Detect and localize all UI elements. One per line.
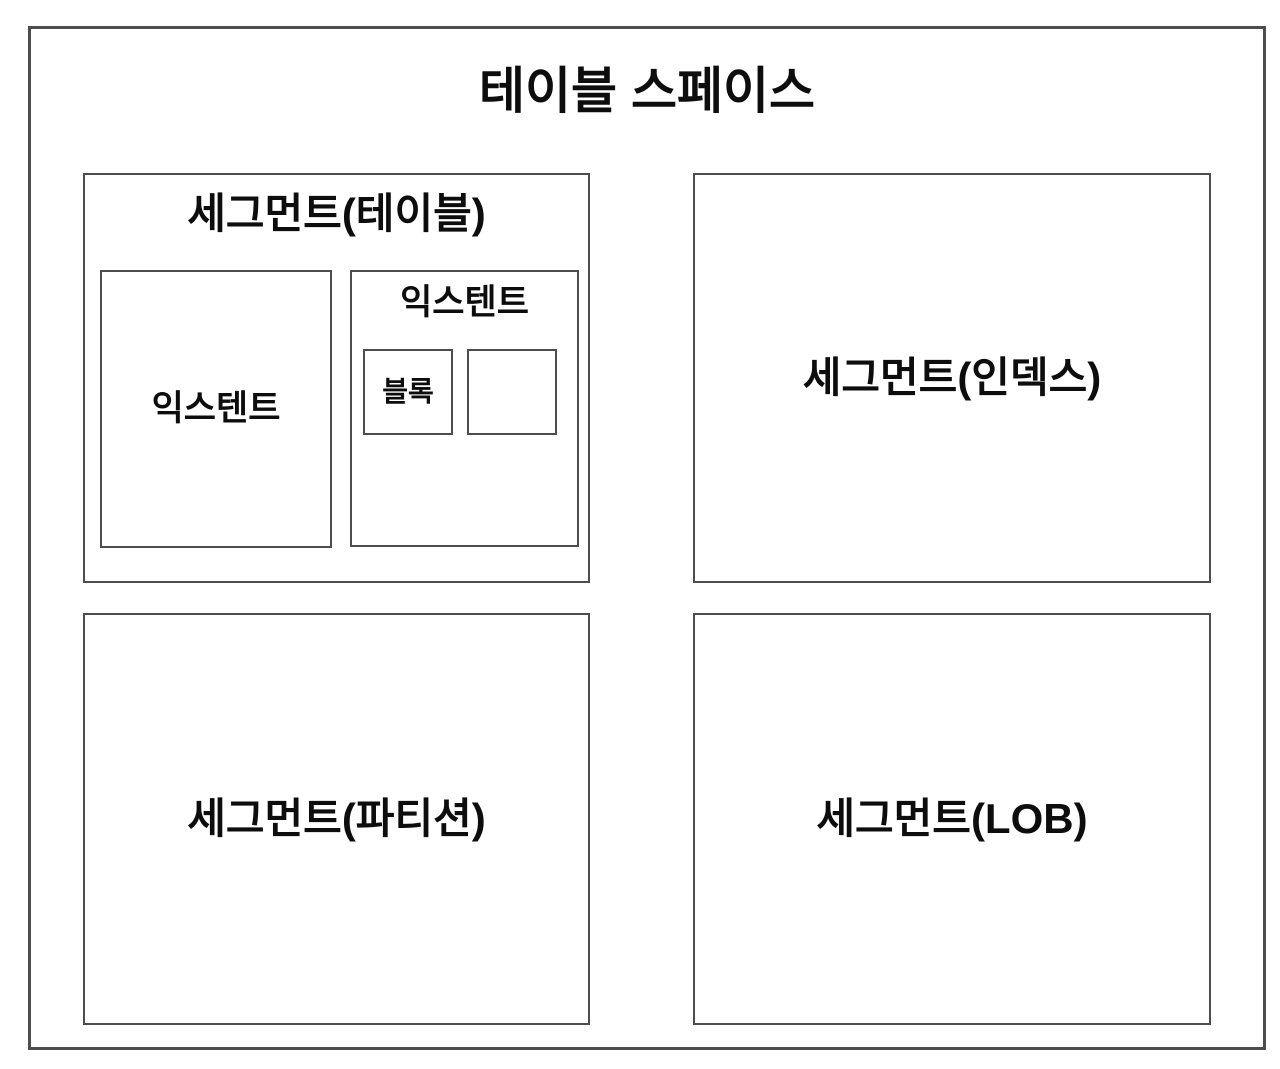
tablespace-title: 테이블 스페이스 — [479, 63, 815, 119]
segment-lob-box: 세그먼트(LOB) — [693, 613, 1211, 1025]
extent-box-left: 익스텐트 — [100, 270, 332, 548]
segment-lob-label: 세그먼트(LOB) — [816, 794, 1088, 842]
extent-right-label: 익스텐트 — [400, 283, 529, 322]
extent-box-right: 익스텐트 블록 — [350, 270, 579, 547]
block-box-empty — [467, 349, 557, 435]
segment-table-box: 세그먼트(테이블) 익스텐트 익스텐트 블록 — [83, 173, 590, 583]
segment-table-label: 세그먼트(테이블) — [187, 190, 486, 237]
segment-partition-label: 세그먼트(파티션) — [187, 794, 486, 842]
segment-index-label: 세그먼트(인덱스) — [802, 353, 1102, 401]
block-box: 블록 — [363, 349, 453, 435]
segment-partition-box: 세그먼트(파티션) — [83, 613, 590, 1025]
block-label: 블록 — [382, 375, 434, 407]
tablespace-box: 테이블 스페이스 세그먼트(테이블) 익스텐트 익스텐트 블록 세그먼트(인덱스… — [28, 26, 1266, 1050]
extent-left-label: 익스텐트 — [151, 388, 281, 428]
segment-index-box: 세그먼트(인덱스) — [693, 173, 1211, 583]
